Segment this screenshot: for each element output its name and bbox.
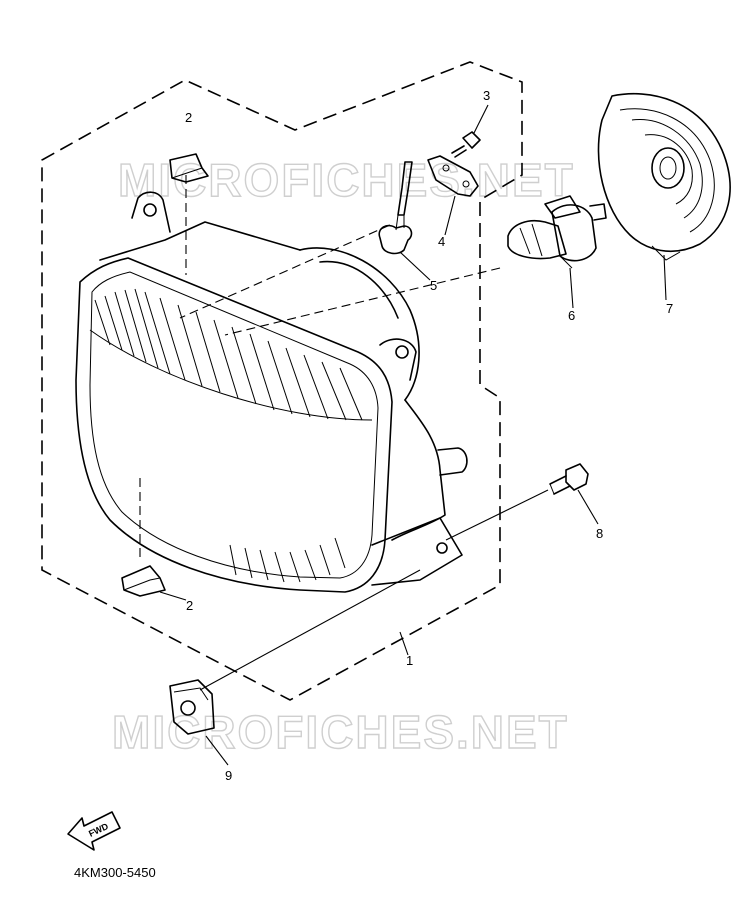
callout-5: 5 bbox=[430, 278, 437, 293]
callout-9: 9 bbox=[225, 768, 232, 783]
fwd-arrow-icon: FWD bbox=[67, 811, 121, 851]
clip-part-2-bottom[interactable] bbox=[121, 565, 166, 597]
leader-5-to-unit bbox=[179, 224, 391, 319]
callout-1: 1 bbox=[406, 653, 413, 668]
leader-8-to-unit bbox=[445, 489, 549, 541]
leader-6-to-unit bbox=[224, 267, 501, 336]
part-code: 4KM300-5450 bbox=[74, 865, 156, 880]
screw-part-3[interactable] bbox=[451, 131, 481, 158]
callout-7: 7 bbox=[666, 301, 673, 316]
callout-2-bottom: 2 bbox=[186, 598, 193, 613]
watermark-bottom: MICROFICHES.NET bbox=[112, 706, 569, 758]
headlight-unit[interactable] bbox=[75, 191, 468, 593]
callout-leaders bbox=[159, 104, 667, 766]
callout-3: 3 bbox=[483, 88, 490, 103]
callout-8: 8 bbox=[596, 526, 603, 541]
leader-9-to-unit bbox=[199, 569, 421, 691]
assembly-boundary bbox=[41, 61, 523, 701]
bolt-part-8[interactable] bbox=[549, 463, 589, 495]
callout-6: 6 bbox=[568, 308, 575, 323]
callout-4: 4 bbox=[438, 234, 445, 249]
dust-cover-part-7[interactable] bbox=[597, 92, 731, 261]
clip-part-2-top[interactable] bbox=[169, 153, 209, 183]
bulb-socket-part-5[interactable] bbox=[378, 161, 413, 255]
nut-part-9[interactable] bbox=[169, 679, 215, 735]
headlight-bulb-part-6[interactable] bbox=[507, 195, 607, 269]
callout-2-top: 2 bbox=[185, 110, 192, 125]
socket-plate-part-4[interactable] bbox=[427, 155, 479, 197]
